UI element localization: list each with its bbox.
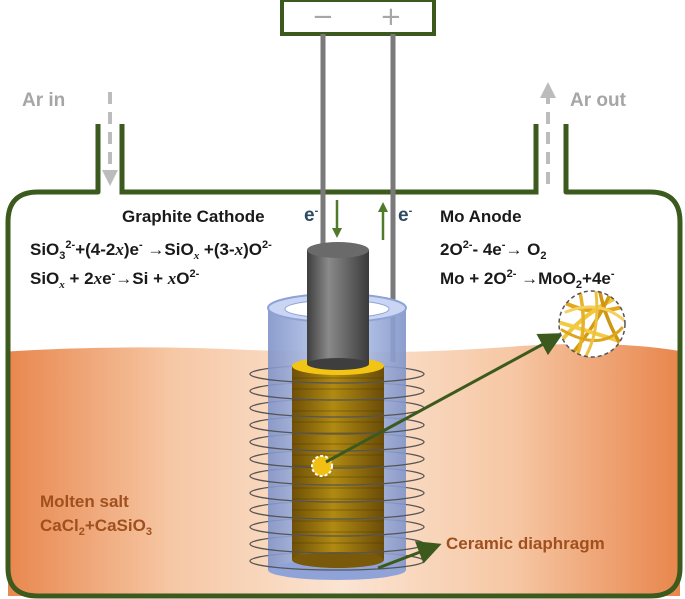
molten-salt-label: Molten salt xyxy=(40,492,129,511)
cathode-reaction-1: SiO32-+(4-2x)e- →SiOx +(3-x)O2- xyxy=(30,239,272,262)
graphite-cathode-rod xyxy=(307,242,369,370)
ar-out-label: Ar out xyxy=(570,90,626,111)
anode-reaction-2: Mo + 2O2- →MoO2+4e- xyxy=(440,268,615,291)
ceramic-diaphragm-label: Ceramic diaphragm xyxy=(446,534,605,553)
anode-label: Mo Anode xyxy=(440,207,522,226)
ar-in-label: Ar in xyxy=(22,90,66,111)
ar-out-arrow xyxy=(540,82,556,184)
molten-salt-formula: CaCl2+CaSiO3 xyxy=(40,516,152,538)
electron-label-cathode: e- xyxy=(304,205,319,226)
minus-terminal-sign: − xyxy=(312,2,334,32)
cathode-reaction-2: SiOx + 2xe-→Si + xO2- xyxy=(30,268,200,291)
vessel-lid xyxy=(119,124,539,195)
vessel-outline xyxy=(5,124,683,599)
electron-out-arrow xyxy=(378,202,388,240)
ar-in-arrow xyxy=(102,92,118,186)
mo-anode-coil-front xyxy=(249,373,425,571)
power-supply-box xyxy=(280,0,436,36)
electron-in-arrow xyxy=(332,200,342,238)
zoom-pointer-arrow xyxy=(325,333,564,464)
cathode-label: Graphite Cathode xyxy=(122,207,265,226)
diaphragm-pointer-arrow xyxy=(377,541,442,570)
plus-terminal-sign: + xyxy=(380,2,402,32)
electron-label-anode: e- xyxy=(398,205,413,226)
anode-reaction-1: 2O2-- 4e-→ O2 xyxy=(440,239,547,262)
nanowire-zoom-circle xyxy=(558,290,626,358)
